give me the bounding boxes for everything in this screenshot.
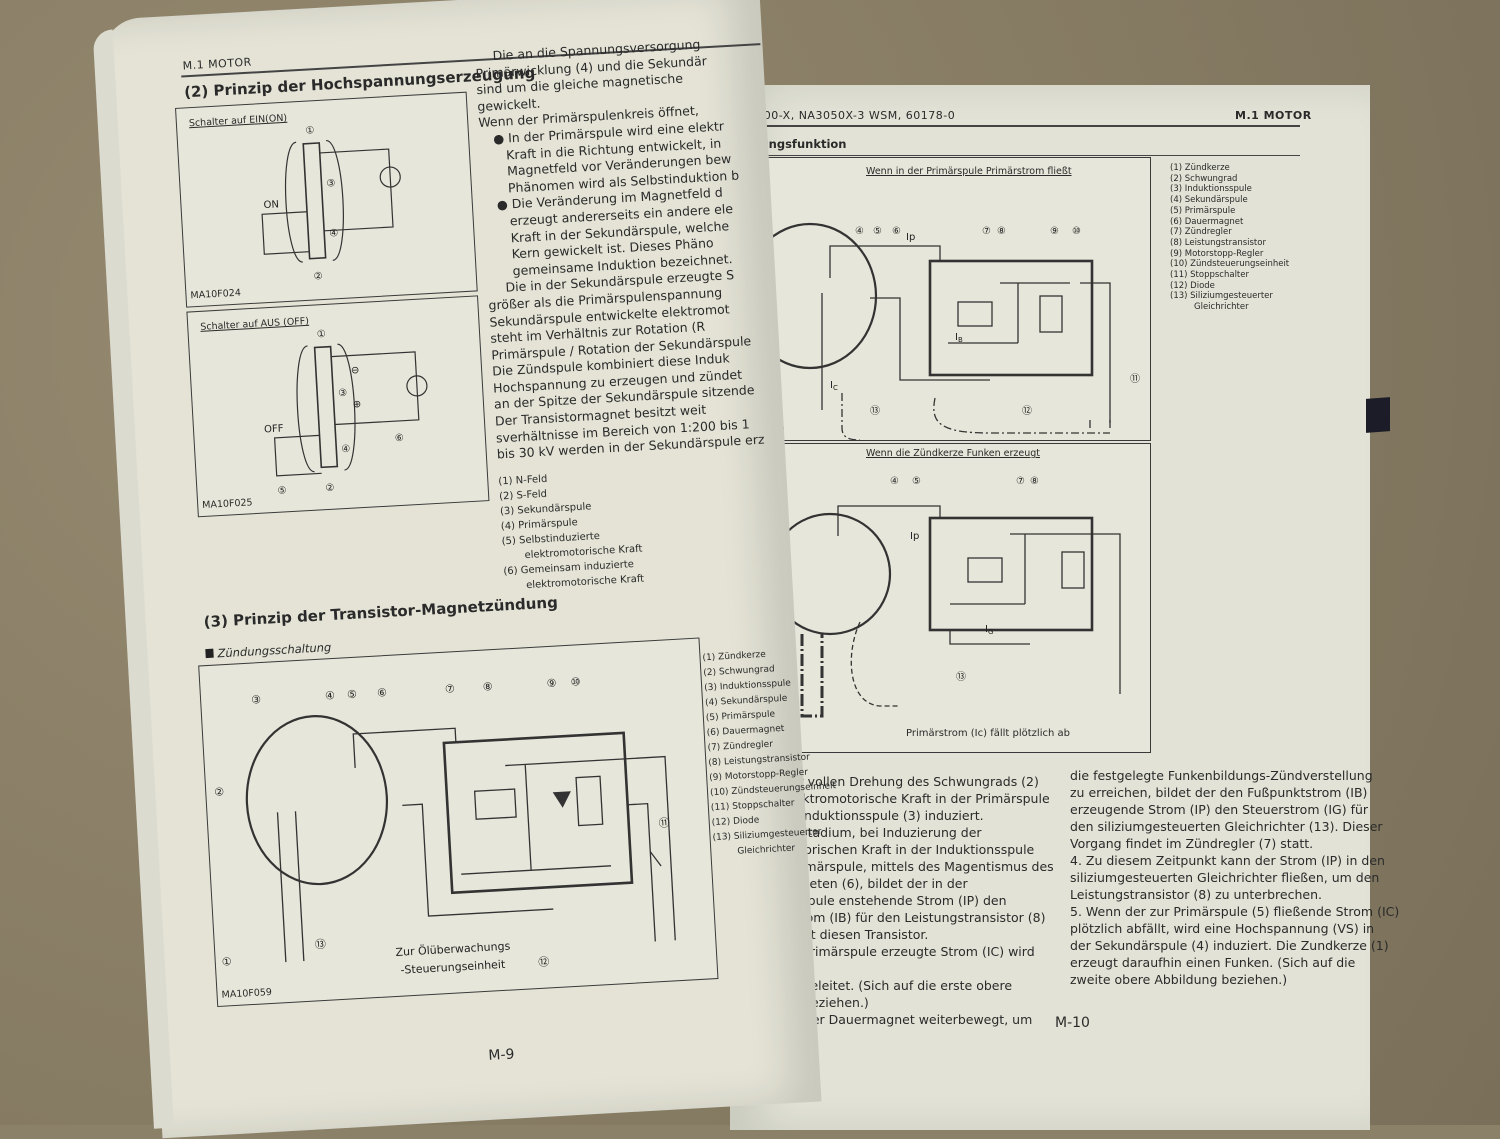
coil-diagram-on: ① ② ③ ④ ON [261, 125, 401, 282]
square-bullet-icon [205, 648, 214, 659]
legend-item: (3) Induktionsspule [1170, 184, 1252, 195]
svg-text:④: ④ [325, 689, 336, 703]
section3-title: (3) Prinzip der Transistor-Magnetzündung [203, 593, 559, 632]
svg-text:Ip: Ip [910, 531, 919, 542]
legend-item: (2) Schwungrad [1170, 173, 1238, 184]
svg-text:IB: IB [955, 332, 963, 344]
legend-item: (8) Leistungstransistor [1170, 237, 1266, 248]
svg-text:⑪: ⑪ [1130, 373, 1140, 385]
svg-text:Zur Ölüberwachungs: Zur Ölüberwachungs [395, 940, 511, 959]
svg-text:④: ④ [890, 476, 899, 487]
right-page: NA2600-X, NA3050X-3 WSM, 60178-0 M.1 MOT… [720, 85, 1399, 1130]
legend-item: (7) Zündregler [1170, 227, 1232, 238]
subsection-title: Zündungsschaltung [205, 640, 332, 661]
figure-caption: Wenn in der Primärspule Primärstrom flie… [866, 166, 1072, 177]
section-tab-marker [1366, 397, 1390, 433]
svg-text:③: ③ [251, 693, 262, 707]
figure-note: Primärstrom (Ic) fällt plötzlich ab [906, 728, 1070, 739]
svg-text:⑤: ⑤ [277, 485, 287, 496]
running-header-right: NA2600-X, NA3050X-3 WSM, 60178-0 [732, 109, 956, 122]
coil-diagram-off: ① ② ③ ④ ⑤ ⑥ ⊖ ⊕ OFF [264, 329, 428, 497]
ignition-circuit-diagram-bottom: ④⑤ ⑦⑧ ① ⑬ VS Ip IG [758, 476, 1121, 718]
svg-text:IG: IG [985, 624, 993, 636]
legend-item: (9) Motorstopp-Regler [1170, 248, 1264, 259]
svg-text:⑥: ⑥ [892, 226, 901, 237]
figure-primary-current: Wenn in der Primärspule Primärstrom flie… [730, 157, 1151, 441]
svg-text:IC: IC [830, 380, 838, 392]
svg-text:⑪: ⑪ [658, 816, 670, 830]
title-rule [730, 155, 1300, 156]
svg-text:⑨: ⑨ [546, 677, 557, 691]
svg-text:⑤: ⑤ [912, 476, 921, 487]
svg-text:④: ④ [329, 228, 339, 239]
legend-item: (6) Dauermagnet [1170, 216, 1244, 227]
svg-text:⑥: ⑥ [395, 433, 405, 444]
svg-text:Ip: Ip [906, 232, 915, 243]
svg-text:⑥: ⑥ [377, 686, 388, 700]
svg-text:②: ② [214, 785, 225, 799]
page-number-right: M-10 [1055, 1015, 1090, 1031]
text-column-2: die festgelegte Funkenbildungs-Zündverst… [1070, 768, 1400, 987]
svg-text:②: ② [313, 271, 323, 282]
svg-text:④: ④ [341, 444, 351, 455]
legend-item: (11) Stoppschalter [1170, 270, 1249, 281]
ignition-circuit-diagram-top: ③ ④ ⑤ ⑥ ⑦ ⑧ ⑨ ⑩ ② ① ⑪ ⑫ ⑬ Ip IB IC [730, 222, 1140, 441]
svg-text:⑫: ⑫ [1022, 405, 1032, 417]
legend-item: (13) Siliziumgesteuerter [1170, 291, 1273, 302]
section-header-right: M.1 MOTOR [1235, 109, 1312, 122]
svg-text:OFF: OFF [264, 423, 284, 435]
svg-text:⑦: ⑦ [445, 682, 456, 696]
svg-text:⑦: ⑦ [982, 226, 991, 237]
svg-text:-Steuerungseinheit: -Steuerungseinheit [400, 958, 506, 977]
legend-item: (5) Primärspule [1170, 205, 1236, 216]
legend-item: Gleichrichter [1194, 302, 1249, 313]
svg-text:⑬: ⑬ [870, 405, 880, 417]
svg-text:⑧: ⑧ [1030, 476, 1039, 487]
legend-section3: (1) Zündkerze (2) Schwungrad (3) Indukti… [702, 644, 840, 861]
svg-text:ON: ON [263, 199, 279, 211]
svg-text:⑧: ⑧ [997, 226, 1006, 237]
svg-text:⑬: ⑬ [956, 671, 966, 683]
callout-4: ④ [855, 226, 864, 237]
legend-item: (12) Diode [1170, 280, 1215, 291]
svg-text:⑦: ⑦ [1016, 476, 1025, 487]
svg-text:⑩: ⑩ [570, 675, 581, 689]
svg-text:⊕: ⊕ [353, 399, 362, 410]
left-page: M.1 MOTOR NA2600X-3, NA3050X-3 (2) Prinz… [92, 0, 836, 1139]
legend-item: (4) Sekundärspule [1170, 195, 1248, 206]
legend-item: (10) Zündsteuerungseinheit [1170, 259, 1290, 270]
component-legend: (1) Zündkerze (2) Schwungrad (3) Indukti… [1170, 163, 1289, 313]
svg-text:①: ① [305, 125, 315, 136]
svg-text:③: ③ [326, 178, 336, 189]
svg-text:②: ② [325, 483, 335, 494]
svg-text:①: ① [221, 955, 232, 969]
svg-text:⑤: ⑤ [873, 226, 882, 237]
figure-caption: Wenn die Zündkerze Funken erzeugt [866, 448, 1041, 459]
svg-text:⑫: ⑫ [538, 955, 550, 969]
svg-text:⊖: ⊖ [351, 365, 360, 376]
svg-text:⑩: ⑩ [1072, 226, 1081, 237]
svg-text:③: ③ [338, 388, 348, 399]
legend-section2: (1) N-Feld (2) S-Feld (3) Sekundärspule … [498, 467, 645, 595]
legend-item: (1) Zündkerze [1170, 163, 1230, 173]
section-header-left: M.1 MOTOR [182, 55, 253, 73]
page-number-left: M-9 [487, 1046, 515, 1064]
svg-text:⑨: ⑨ [1050, 226, 1059, 237]
body-text: Die an die Spannungsversorgung Primärwic… [475, 36, 765, 462]
svg-text:⑧: ⑧ [482, 680, 493, 694]
svg-text:①: ① [317, 329, 327, 340]
svg-text:⑤: ⑤ [347, 688, 358, 702]
svg-text:⑬: ⑬ [315, 938, 327, 952]
header-rule [730, 125, 1300, 127]
